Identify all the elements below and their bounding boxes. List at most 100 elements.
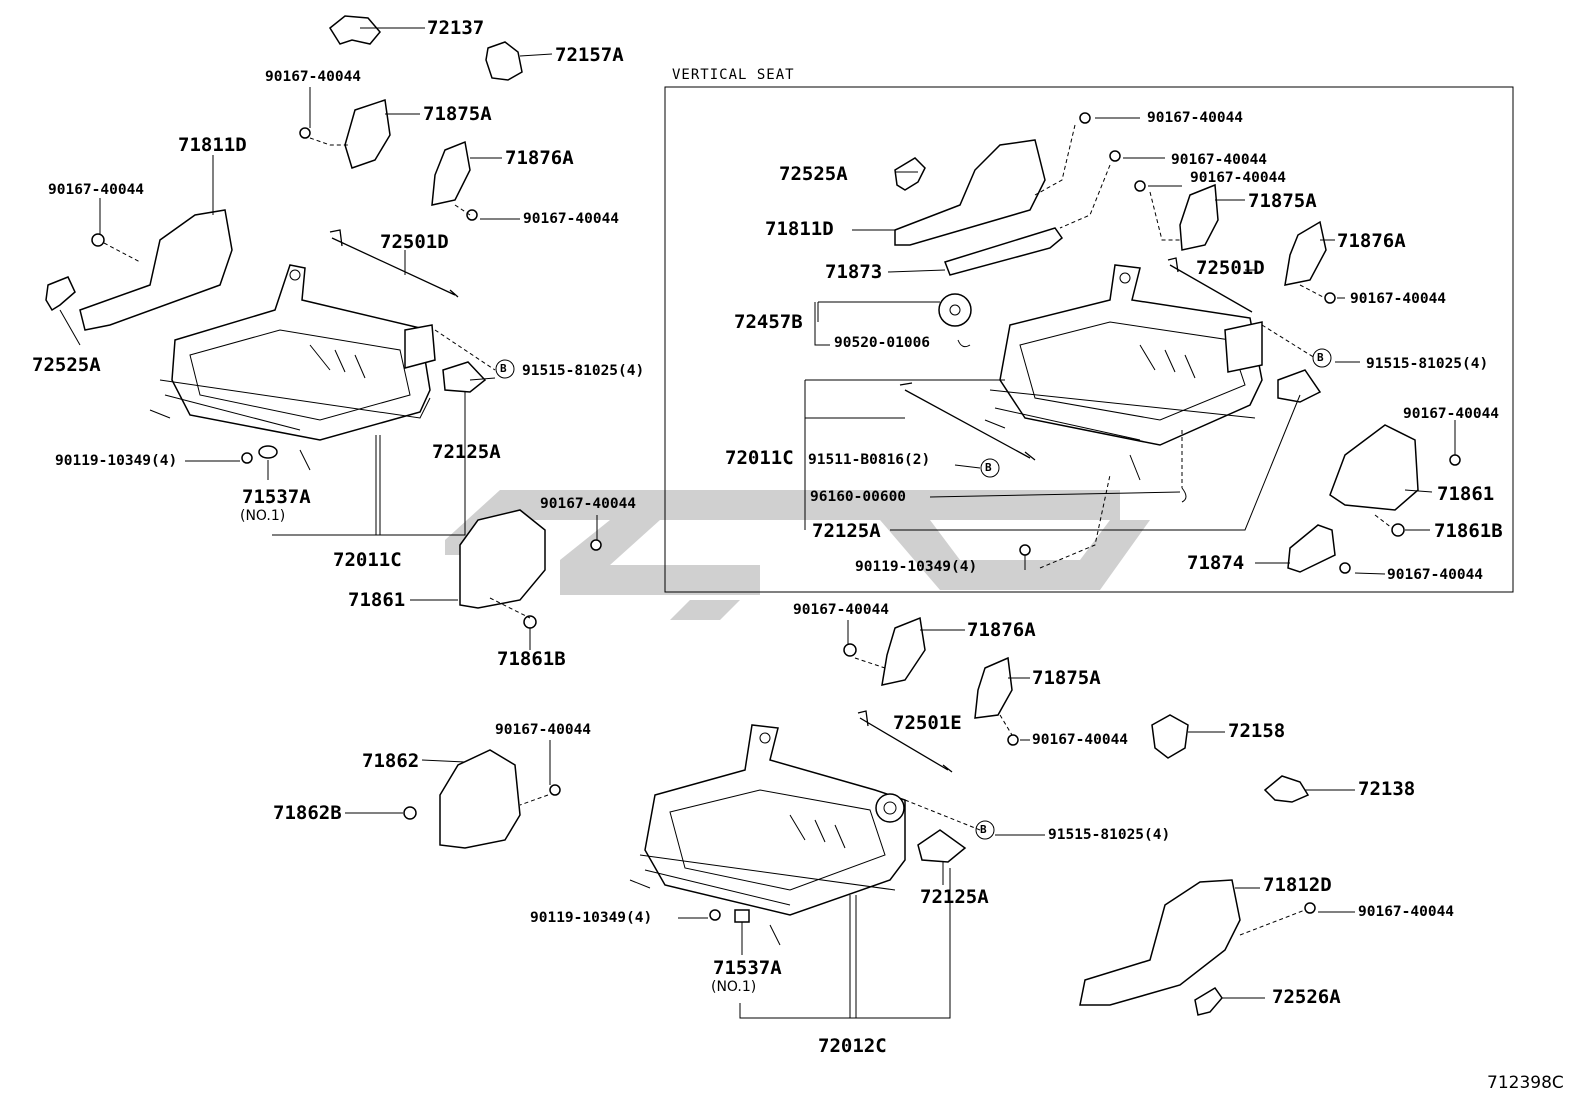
part-label: 72011C [725, 447, 794, 469]
part-71811D-left [79, 209, 233, 331]
part-label: 91515-81025(4) [1366, 356, 1489, 372]
part-label: 72501E [893, 712, 962, 734]
part-label: 90520-01006 [834, 335, 931, 351]
part-71862B [403, 806, 417, 820]
leader-lines-vertical [804, 117, 1456, 575]
seat-frame-vertical [984, 264, 1263, 481]
part-71874 [1287, 524, 1336, 573]
part-72525A-left [45, 276, 76, 312]
part-72526A [1194, 986, 1223, 1016]
part-label: 91515-81025(4) [522, 363, 645, 379]
part-72501E [857, 710, 953, 773]
bolt-marker-b: B [985, 461, 992, 474]
part-label: 71537A [713, 957, 782, 979]
part-label: 71811D [765, 218, 834, 240]
part-label: 90167-40044 [1403, 406, 1500, 422]
part-label: 90167-40044 [495, 722, 592, 738]
part-label: 90167-40044 [1358, 904, 1455, 920]
part-label: 72501D [1196, 257, 1265, 279]
part-71537A-left [258, 445, 278, 459]
part-label: 91511-B0816(2) [808, 452, 931, 468]
part-label: 90167-40044 [1190, 170, 1287, 186]
part-label: 72125A [432, 441, 501, 463]
part-label: 90167-40044 [1147, 110, 1244, 126]
part-label: 96160-00600 [810, 489, 907, 505]
bolt-marker-b: B [500, 362, 507, 375]
part-71875A-left [344, 99, 391, 169]
part-label: 71862 [362, 750, 420, 772]
part-72138 [1263, 775, 1310, 803]
part-label: 72012C [818, 1035, 887, 1057]
part-label: 72158 [1228, 720, 1286, 742]
part-71812D [1079, 879, 1241, 1006]
part-label: 71812D [1263, 874, 1332, 896]
part-label: 72525A [32, 354, 101, 376]
part-label: 72525A [779, 163, 848, 185]
part-label: 71874 [1187, 552, 1245, 574]
part-label: 90167-40044 [1171, 152, 1268, 168]
bolts-bottom [549, 643, 1316, 921]
part-71876A-bottom [881, 616, 926, 686]
part-71876A-vertical [1284, 220, 1327, 286]
part-72125A-bottom [917, 829, 967, 863]
diagram-code: 712398C [1487, 1073, 1564, 1093]
part-label: 71861 [348, 589, 406, 611]
bolt-marker-b: B [1317, 351, 1324, 364]
part-label: 72125A [920, 886, 989, 908]
part-72457B [938, 293, 972, 327]
part-71875A-bottom [974, 656, 1013, 719]
vertical-seat-box [664, 86, 1514, 593]
part-71876A-left [431, 140, 471, 206]
bolt-marker-b: B [980, 823, 987, 836]
part-label: 71876A [505, 147, 574, 169]
part-label: 71875A [1248, 190, 1317, 212]
part-label: 91515-81025(4) [1048, 827, 1171, 843]
vertical-seat-title: VERTICAL SEAT [672, 67, 795, 83]
part-label: 72501D [380, 231, 449, 253]
part-label: 71861B [1434, 520, 1503, 542]
part-label: 90167-40044 [1387, 567, 1484, 583]
part-label: 72138 [1358, 778, 1416, 800]
leader-lines-bottom [345, 620, 1355, 1019]
part-71861-vertical [1329, 424, 1419, 511]
part-label: 90167-40044 [265, 69, 362, 85]
part-label: 90167-40044 [793, 602, 890, 618]
seat-frame-left [149, 264, 436, 471]
part-71861-left [459, 509, 546, 609]
bolts-left [91, 127, 602, 551]
part-72525A-vertical [894, 157, 926, 191]
seat-frame-bottom [629, 724, 906, 946]
part-label: 90119-10349(4) [855, 559, 978, 575]
part-71862 [439, 749, 521, 849]
part-label: 71861 [1437, 483, 1495, 505]
part-label: 71811D [178, 134, 247, 156]
part-label: (NO.1) [711, 979, 757, 995]
part-72501D-left [329, 229, 459, 298]
part-71537A-bottom [734, 909, 750, 923]
part-label: 72457B [734, 311, 803, 333]
leader-lines-left [59, 27, 598, 650]
part-72501D-vertical [1167, 257, 1253, 313]
part-label: 72011C [333, 549, 402, 571]
part-90520-clip [957, 339, 971, 348]
part-label: 71875A [1032, 667, 1101, 689]
part-label: 90167-40044 [48, 182, 145, 198]
bolt-markers [495, 348, 1332, 840]
part-label: (NO.1) [240, 508, 286, 524]
part-72157A [485, 41, 523, 81]
part-label: 90119-10349(4) [55, 453, 178, 469]
part-label: 72526A [1272, 986, 1341, 1008]
part-label: 90119-10349(4) [530, 910, 653, 926]
part-label: 90167-40044 [1350, 291, 1447, 307]
part-label: 72137 [427, 17, 485, 39]
part-label: 71862B [273, 802, 342, 824]
part-label: 71861B [497, 648, 566, 670]
part-96160-clip [1181, 487, 1187, 503]
part-label: 71876A [1337, 230, 1406, 252]
part-label: 90167-40044 [540, 496, 637, 512]
part-72158 [1151, 714, 1189, 759]
part-label: 71873 [825, 261, 883, 283]
part-72137 [329, 15, 381, 45]
